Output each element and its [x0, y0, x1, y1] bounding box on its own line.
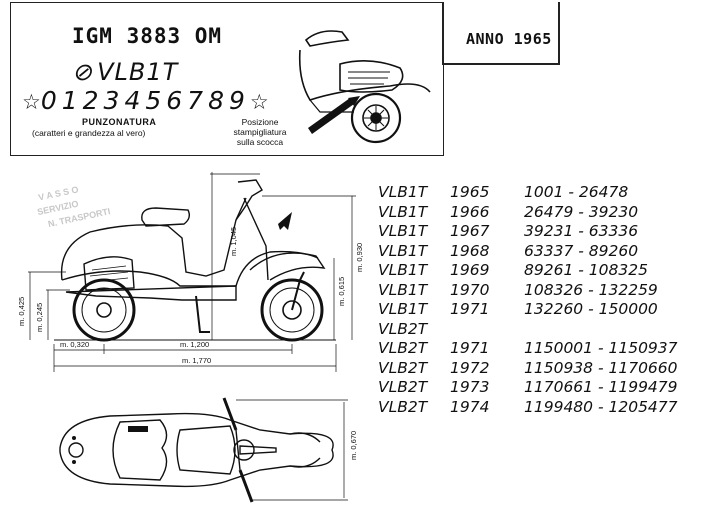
- year-cell: 1973: [450, 378, 490, 396]
- model-cell: VLB1T: [378, 183, 428, 201]
- side-view-drawing: V A S S O SERVIZIO N. TRASPORTI: [17, 172, 364, 372]
- frame-range-cell: 108326 - 132259: [524, 280, 658, 299]
- year-cell: 1970: [450, 280, 490, 299]
- table-row: VLB1T 1966 26479 - 39230: [378, 203, 678, 223]
- card-divider: [558, 2, 560, 64]
- frame-range-cell: 89261 - 108325: [524, 261, 648, 279]
- year-cell: 1965: [450, 183, 490, 201]
- dim-seat-height: m. 0,930: [355, 243, 364, 272]
- punzonatura-title: PUNZONATURA: [82, 117, 157, 127]
- table-row: VLB1T 1965 1001 - 26478: [378, 183, 678, 203]
- card-divider: [442, 63, 560, 65]
- year-cell: 1966: [450, 202, 490, 221]
- position-note-line: sulla scocca: [236, 137, 284, 147]
- model-cell: VLB2T: [378, 378, 428, 396]
- table-row: VLB2T: [378, 320, 678, 340]
- star-icon: ☆: [249, 90, 269, 114]
- dim-rear-height: m. 0,425: [17, 297, 26, 326]
- year-cell: 1974: [450, 397, 490, 416]
- table-row: VLB1T 1968 63337 - 89260: [378, 242, 678, 262]
- card-divider: [442, 2, 444, 64]
- digits-text: 0123456789: [40, 86, 250, 115]
- position-note-line: Posizione: [241, 117, 279, 127]
- igm-code: IGM 3883 OM: [72, 24, 223, 48]
- frame-range-cell: 63337 - 89260: [524, 241, 639, 260]
- year-cell: 1969: [450, 261, 490, 279]
- dim-total-length: m. 1,770: [182, 356, 211, 365]
- dim-handlebar-level: m. 0,615: [337, 277, 346, 306]
- header-scooter-sketch: [298, 30, 431, 144]
- dim-total-height: m. 1,045: [229, 227, 238, 256]
- model-cell: VLB2T: [378, 358, 428, 377]
- year-cell: 1968: [450, 241, 490, 260]
- model-stamp: ⊘VLB1T: [71, 58, 179, 86]
- frame-range-cell: 1199480 - 1205477: [524, 397, 678, 416]
- table-row: VLB1T 1971 132260 - 150000: [378, 300, 678, 320]
- model-cell: VLB2T: [378, 339, 428, 357]
- frame-range-cell: 26479 - 39230: [524, 202, 639, 221]
- frame-range-cell: 132260 - 150000: [524, 300, 658, 318]
- frame-range-cell: 1150938 - 1170660: [524, 358, 678, 377]
- frame-range-cell: 1170661 - 1199479: [524, 378, 678, 396]
- table-row: VLB2T 1971 1150001 - 1150937: [378, 339, 678, 359]
- table-row: VLB2T 1973 1170661 - 1199479: [378, 378, 678, 398]
- model-cell: VLB1T: [378, 241, 428, 260]
- model-cell: VLB1T: [378, 261, 428, 279]
- top-view-drawing: m. 0,670: [59, 397, 358, 503]
- year-cell: 1971: [450, 339, 490, 357]
- table-row: VLB1T 1967 39231 - 63336: [378, 222, 678, 242]
- year-cell: 1972: [450, 358, 490, 377]
- position-note: Posizione stampigliatura sulla scocca: [230, 117, 290, 147]
- frame-range-cell: 1150001 - 1150937: [524, 339, 678, 357]
- model-cell: VLB2T: [378, 319, 428, 338]
- year-cell: [450, 320, 524, 340]
- model-cell: VLB1T: [378, 202, 428, 221]
- frame-range-cell: 39231 - 63336: [524, 222, 639, 240]
- model-cell: VLB1T: [378, 300, 428, 318]
- year-cell: 1971: [450, 300, 490, 318]
- punzonatura-note: (caratteri e grandezza al vero): [32, 128, 146, 138]
- dim-width: m. 0,670: [349, 431, 358, 460]
- frame-range-cell: [524, 320, 678, 340]
- table-row: VLB1T 1969 89261 - 108325: [378, 261, 678, 281]
- table-row: VLB2T 1974 1199480 - 1205477: [378, 398, 678, 418]
- piaggio-logo-icon: ⊘: [71, 58, 99, 86]
- table-row: VLB2T 1972 1150938 - 1170660: [378, 359, 678, 379]
- frame-range-cell: 1001 - 26478: [524, 183, 629, 201]
- digits-stamp: ☆0123456789☆: [22, 86, 269, 115]
- dim-front-overhang: m. 0,320: [60, 340, 89, 349]
- model-cell: VLB1T: [378, 280, 428, 299]
- anno-label: ANNO 1965: [466, 30, 552, 48]
- model-cell: VLB1T: [378, 222, 428, 240]
- production-table: VLB1T 1965 1001 - 26478 VLB1T 1966 26479 - 3…: [378, 183, 678, 417]
- model-stamp-text: VLB1T: [97, 58, 179, 86]
- year-cell: 1967: [450, 222, 490, 240]
- model-cell: VLB2T: [378, 397, 428, 416]
- table-row: VLB1T 1970 108326 - 132259: [378, 281, 678, 301]
- position-note-line: stampigliatura: [233, 127, 287, 137]
- dim-hub-height: m. 0,245: [35, 303, 44, 332]
- dim-wheelbase: m. 1,200: [180, 340, 209, 349]
- star-icon: ☆: [22, 90, 41, 114]
